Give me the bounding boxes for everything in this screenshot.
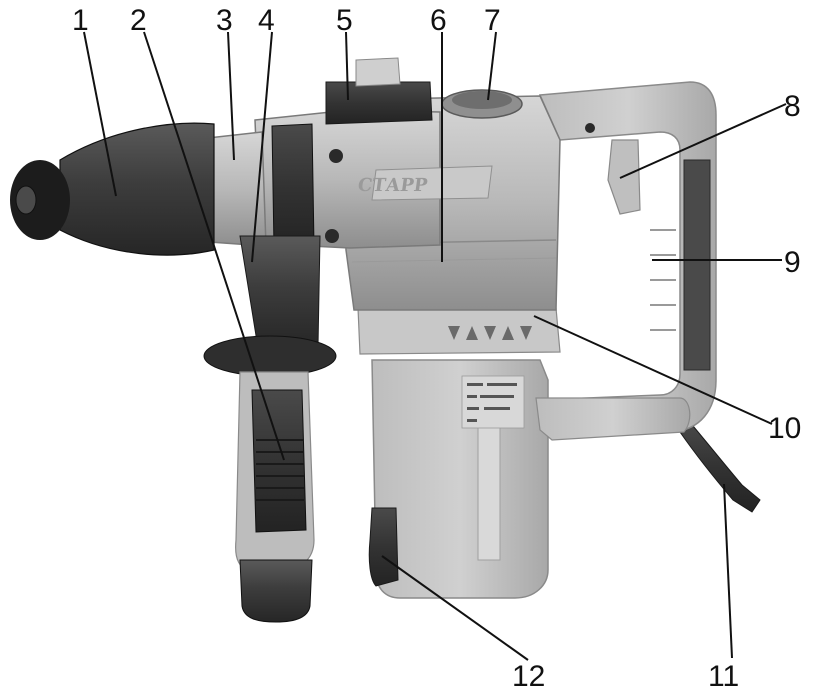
leader-2 xyxy=(143,31,285,461)
callout-4: 4 xyxy=(258,4,275,37)
handle-grip-ribs xyxy=(650,229,676,331)
callout-12: 12 xyxy=(512,660,545,689)
leader-8 xyxy=(619,103,787,179)
chuck-bit-opening xyxy=(15,185,37,215)
callout-6: 6 xyxy=(430,4,447,37)
sds-chuck xyxy=(59,122,215,256)
handle-grip-insert xyxy=(683,159,711,371)
callout-1: 1 xyxy=(72,4,89,37)
callout-10: 10 xyxy=(768,412,801,445)
callout-7: 7 xyxy=(484,4,501,37)
screw xyxy=(585,123,595,133)
leader-7 xyxy=(487,31,497,101)
lock-button-cap xyxy=(355,57,401,87)
callout-8: 8 xyxy=(784,90,801,123)
leader-5 xyxy=(345,31,349,101)
vent-slots xyxy=(448,326,532,340)
clamp-band xyxy=(271,123,315,249)
callout-11: 11 xyxy=(708,660,739,689)
leader-11 xyxy=(723,483,733,659)
leader-1 xyxy=(83,31,117,197)
housing-lower-link xyxy=(535,397,691,441)
leader-3 xyxy=(227,31,235,161)
tool-illustration: СТАРР xyxy=(10,57,761,623)
brand-logo-text: СТАРР xyxy=(356,175,429,196)
power-cord xyxy=(679,419,761,513)
lock-button xyxy=(325,81,433,125)
side-handle-ribs xyxy=(256,439,304,501)
gear-housing-band xyxy=(351,257,557,263)
side-handle-rubber xyxy=(251,389,307,533)
chuck-collar xyxy=(207,131,267,247)
leader-4 xyxy=(251,31,273,263)
side-handle-end-cap xyxy=(239,559,313,623)
callout-5: 5 xyxy=(336,4,353,37)
callout-2: 2 xyxy=(130,4,147,37)
screw xyxy=(329,149,343,163)
side-handle-guard xyxy=(203,335,337,377)
callout-9: 9 xyxy=(784,246,801,279)
callout-3: 3 xyxy=(216,4,233,37)
brand-logo: СТАРР xyxy=(356,165,493,201)
chuck-nose xyxy=(10,160,70,240)
leader-lines xyxy=(83,31,787,661)
screw xyxy=(325,229,339,243)
brush-cover-latch xyxy=(368,507,399,587)
leader-10 xyxy=(533,315,773,425)
mode-selector-cap xyxy=(452,91,512,109)
rating-label-marks xyxy=(467,383,517,422)
callout-numbers: 1 2 3 4 5 6 7 8 9 10 11 12 xyxy=(72,4,801,689)
leader-12 xyxy=(381,555,529,661)
